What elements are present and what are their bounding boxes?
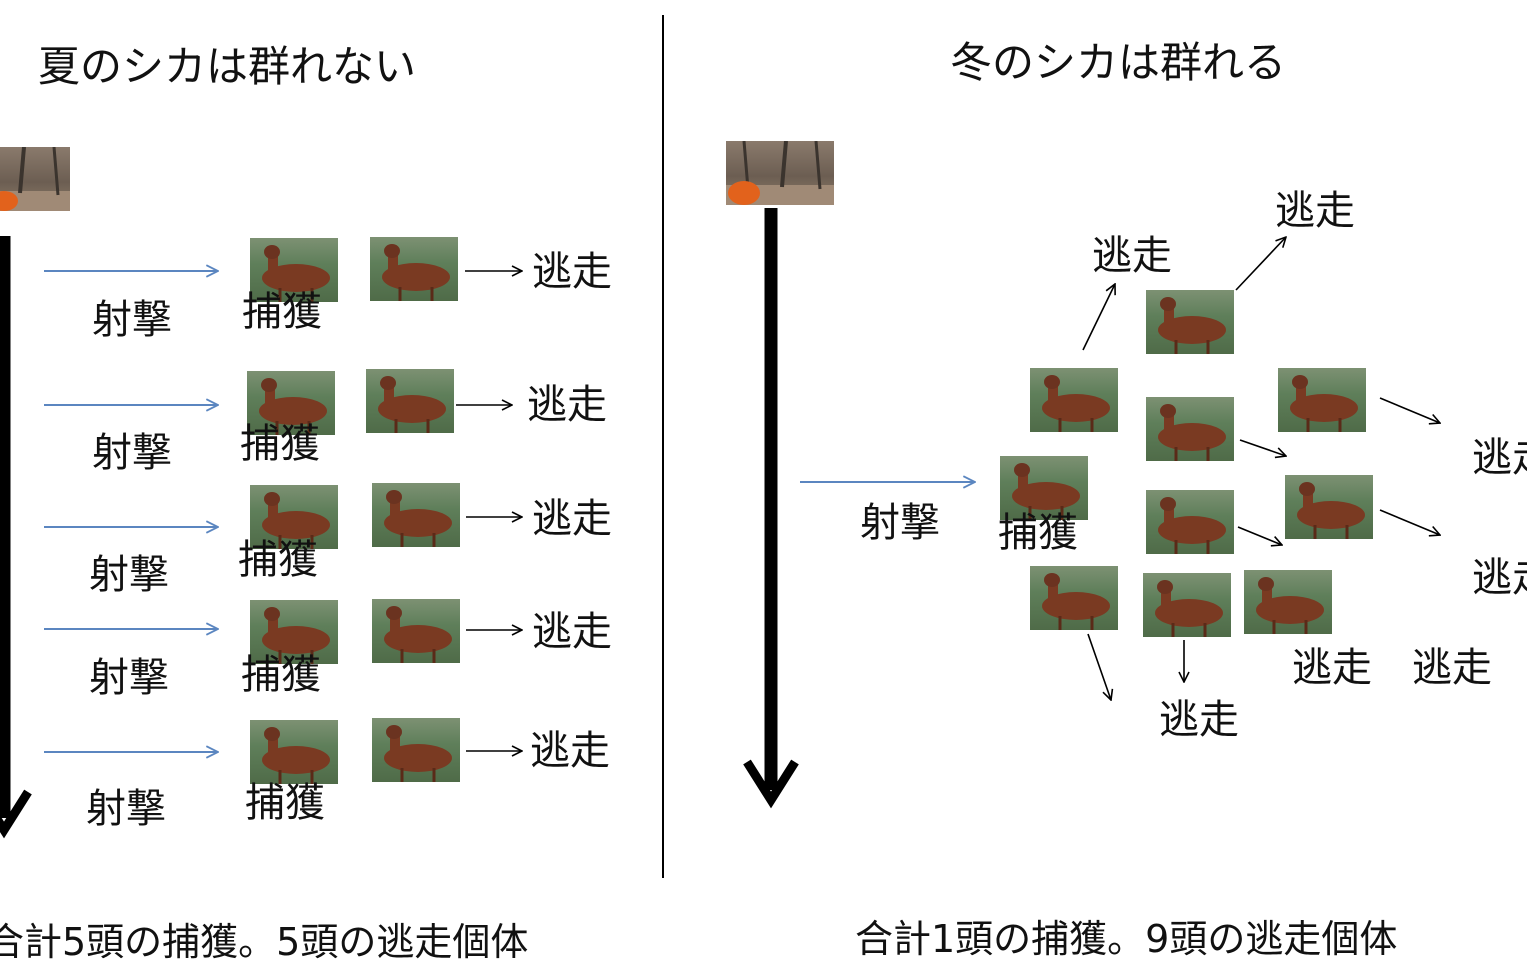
right-summary: 合計1頭の捕獲。9頭の逃走個体 [855, 917, 1398, 961]
deer-photo [250, 485, 338, 549]
deer-icon [262, 727, 330, 784]
deer-icon [1042, 375, 1110, 432]
shoot-label: 射撃 [86, 786, 166, 832]
deer-icon [1158, 297, 1226, 354]
deer-icon [1155, 580, 1223, 637]
deer-photo [1146, 290, 1234, 354]
capture-label: 捕獲 [238, 537, 318, 583]
escape-arrow [1082, 284, 1115, 351]
shoot-label: 射撃 [92, 430, 172, 476]
hunter-icon [726, 141, 834, 205]
escape-label: 逃走 [1159, 697, 1239, 743]
shoot-label: 射撃 [92, 297, 172, 343]
hunter-photo-right [726, 141, 834, 205]
escape-label: 逃走 [532, 609, 612, 655]
escape-label: 逃走 [532, 249, 612, 295]
deer-photo [372, 483, 460, 547]
escape-label: 逃走 [1092, 233, 1172, 279]
deer-photo [1030, 368, 1118, 432]
deer-icon [262, 607, 330, 664]
escape-label: 逃走 [1472, 435, 1527, 481]
shoot-label: 射撃 [860, 500, 940, 546]
shoot-label: 射撃 [89, 552, 169, 598]
escape-arrow [1379, 397, 1440, 423]
deer-icon [262, 492, 330, 549]
escape-arrow [1087, 633, 1111, 700]
deer-icon [259, 378, 327, 435]
deer-icon [384, 606, 452, 663]
deer-icon [378, 376, 446, 433]
deer-icon [1012, 463, 1080, 520]
deer-icon [1042, 573, 1110, 630]
capture-label: 捕獲 [242, 289, 322, 335]
deer-photo [1030, 566, 1118, 630]
deer-photo [372, 718, 460, 782]
deer-photo [1278, 368, 1366, 432]
deer-icon [1290, 375, 1358, 432]
deer-photo [366, 369, 454, 433]
deer-icon [1158, 404, 1226, 461]
deer-photo [250, 720, 338, 784]
hunter-icon [0, 147, 70, 211]
deer-photo [250, 238, 338, 302]
deer-photo [370, 237, 458, 301]
hunter-photo-left [0, 147, 70, 211]
shoot-label: 射撃 [89, 655, 169, 701]
deer-icon [262, 245, 330, 302]
deer-icon [1297, 482, 1365, 539]
capture-label: 捕獲 [241, 652, 321, 698]
deer-photo [372, 599, 460, 663]
right-time-arrowhead [743, 759, 799, 809]
left-summary: 合計5頭の捕獲。5頭の逃走個体 [0, 920, 529, 964]
escape-arrow [1235, 237, 1286, 291]
escape-arrow [1237, 526, 1282, 545]
escape-label: 逃走 [1292, 645, 1372, 691]
escape-label: 逃走 [1412, 645, 1492, 691]
deer-icon [1158, 497, 1226, 554]
escape-label: 逃走 [527, 382, 607, 428]
left-title: 夏のシカは群れない [38, 42, 417, 91]
escape-label: 逃走 [532, 496, 612, 542]
deer-icon [384, 490, 452, 547]
escape-label: 逃走 [530, 728, 610, 774]
left-time-arrowhead [0, 789, 32, 839]
capture-label: 捕獲 [240, 421, 320, 467]
escape-arrow [1239, 439, 1286, 456]
deer-photo [1285, 475, 1373, 539]
deer-photo [1146, 397, 1234, 461]
deer-photo [1146, 490, 1234, 554]
deer-icon [1256, 577, 1324, 634]
deer-photo [247, 371, 335, 435]
deer-icon [384, 725, 452, 782]
deer-photo [1000, 456, 1088, 520]
escape-label: 逃走 [1275, 188, 1355, 234]
capture-label: 捕獲 [998, 510, 1078, 556]
right-title: 冬のシカは群れる [950, 38, 1287, 87]
deer-photo [1244, 570, 1332, 634]
escape-arrow [1379, 509, 1440, 535]
deer-icon [382, 244, 450, 301]
capture-label: 捕獲 [245, 780, 325, 826]
deer-photo [250, 600, 338, 664]
deer-photo [1143, 573, 1231, 637]
escape-label: 逃走 [1472, 555, 1527, 601]
